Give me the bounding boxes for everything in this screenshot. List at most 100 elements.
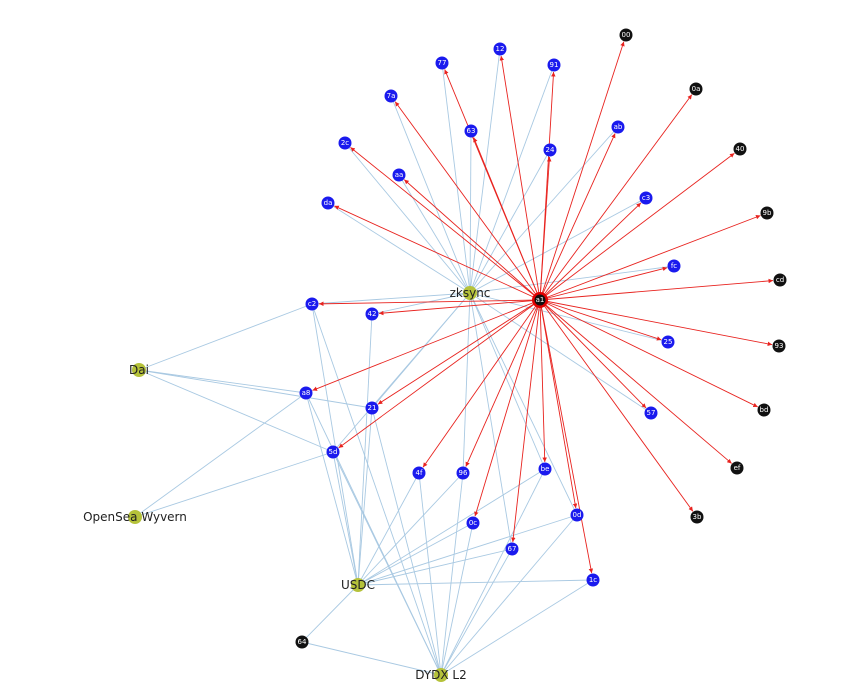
address-node-be[interactable]: be [538,462,552,476]
nodes: 77 12 91 7a 63 ab 2c 24 aa da c3 fc c2 42 25 a8 21 57 5d 4f… [83,28,787,682]
sink-node-label: 93 [775,342,784,350]
address-node-4f[interactable]: 4f [412,466,426,480]
address-node-96[interactable]: 96 [456,466,470,480]
protocol-edge-usdc-21 [357,407,373,586]
address-node-circle [586,573,600,587]
outflow-edge-bd [539,299,758,408]
sink-node-circle [295,635,309,649]
outflow-edge-1c [539,299,594,574]
protocol-edge-zksync-67 [469,292,513,550]
address-node-aa[interactable]: aa [392,168,406,182]
address-node-circle [611,120,625,134]
address-node-25[interactable]: 25 [661,335,675,349]
address-node-67[interactable]: 67 [505,542,519,556]
address-node-c3[interactable]: c3 [639,191,653,205]
protocol-node-circle [132,363,146,377]
protocol-edge-zksync-7a [390,95,471,294]
sink-node-bd[interactable]: bd [757,403,771,417]
address-node-label: aa [395,171,404,179]
protocol-edge-zksync-c2 [311,292,471,305]
address-node-da[interactable]: da [321,196,335,210]
protocol-node-usdc[interactable]: USDC [341,578,375,592]
address-node-24[interactable]: 24 [543,143,557,157]
protocol-edge-usdc-4f [357,472,420,586]
address-node-label: a8 [302,389,311,397]
address-node-63[interactable]: 63 [464,124,478,138]
protocol-edge-opensea-5d [134,451,334,518]
address-node-label: 2c [341,139,349,147]
outflow-edge-0a [539,94,693,301]
outflow-edge-da [334,205,541,301]
protocol-node-zksync[interactable]: zksync [450,286,491,300]
protocol-edge-dydx-0d [440,514,578,676]
address-node-57[interactable]: 57 [644,406,658,420]
address-node-0d[interactable]: 0d [570,508,584,522]
address-node-42[interactable]: 42 [365,307,379,321]
protocol-edge-zksync-12 [469,48,501,294]
outflow-edge-0d [539,299,578,509]
address-node-c2[interactable]: c2 [305,297,319,311]
protocol-edge-dai-c2 [138,303,313,371]
sink-node-3b[interactable]: 3b [690,510,704,524]
address-node-label: fc [671,262,677,270]
address-node-circle [493,42,507,56]
address-node-circle [639,191,653,205]
sink-node-circle [689,82,703,96]
outflow-edge-7a [394,101,541,301]
protocol-node-label: Dai [129,363,149,377]
protocol-node-label: USDC [341,578,375,592]
address-node-label: 4f [416,469,423,477]
address-node-7a[interactable]: 7a [384,89,398,103]
address-node-label: 77 [438,59,447,67]
address-node-fc[interactable]: fc [667,259,681,273]
sink-node-93[interactable]: 93 [772,339,786,353]
address-node-label: 12 [496,45,505,53]
address-node-circle [570,508,584,522]
sink-node-cd[interactable]: cd [773,273,787,287]
outflow-edge-aa [403,179,541,301]
sink-node-9b[interactable]: 9b [760,206,774,220]
sink-node-40[interactable]: 40 [733,142,747,156]
outflow-edge-5d [338,299,541,449]
protocol-edge-zksync-aa [398,174,471,294]
protocol-edge-dai-5d [138,369,334,453]
sink-node-0a[interactable]: 0a [689,82,703,96]
sink-node-circle [772,339,786,353]
protocol-edge-usdc-42 [357,313,373,586]
protocol-node-dai[interactable]: Dai [129,363,149,377]
address-node-12[interactable]: 12 [493,42,507,56]
sink-node-circle [760,206,774,220]
hub-node-circle [534,294,546,306]
sink-node-64[interactable]: 64 [295,635,309,649]
address-node-5d[interactable]: 5d [326,445,340,459]
address-node-ab[interactable]: ab [611,120,625,134]
address-node-label: 91 [550,61,559,69]
address-node-a8[interactable]: a8 [299,386,313,400]
address-node-91[interactable]: 91 [547,58,561,72]
address-node-21[interactable]: 21 [365,401,379,415]
protocol-edge-usdc-c2 [311,303,359,586]
sink-node-00[interactable]: 00 [619,28,633,42]
outflow-edge-40 [539,152,735,301]
sink-node-ef[interactable]: ef [730,461,744,475]
protocol-edge-zksync-96 [462,292,471,474]
protocol-node-opensea[interactable]: OpenSea Wyvern [83,510,187,524]
protocol-edge-dydx-0c [440,522,474,676]
address-node-label: 63 [467,127,476,135]
hub-node-a1[interactable]: a1 [532,292,548,308]
address-node-circle [384,89,398,103]
address-node-77[interactable]: 77 [435,56,449,70]
address-node-circle [305,297,319,311]
outflow-edge-9b [539,215,761,301]
address-node-label: da [324,199,333,207]
sink-node-label: ef [734,464,741,472]
protocol-node-dydx[interactable]: DYDX L2 [415,668,467,682]
address-node-1c[interactable]: 1c [586,573,600,587]
protocol-edge-dai-21 [138,369,373,409]
address-node-label: c3 [642,194,650,202]
address-node-0c[interactable]: 0c [466,516,480,530]
sink-node-label: cd [776,276,784,284]
address-node-2c[interactable]: 2c [338,136,352,150]
sink-node-circle [690,510,704,524]
